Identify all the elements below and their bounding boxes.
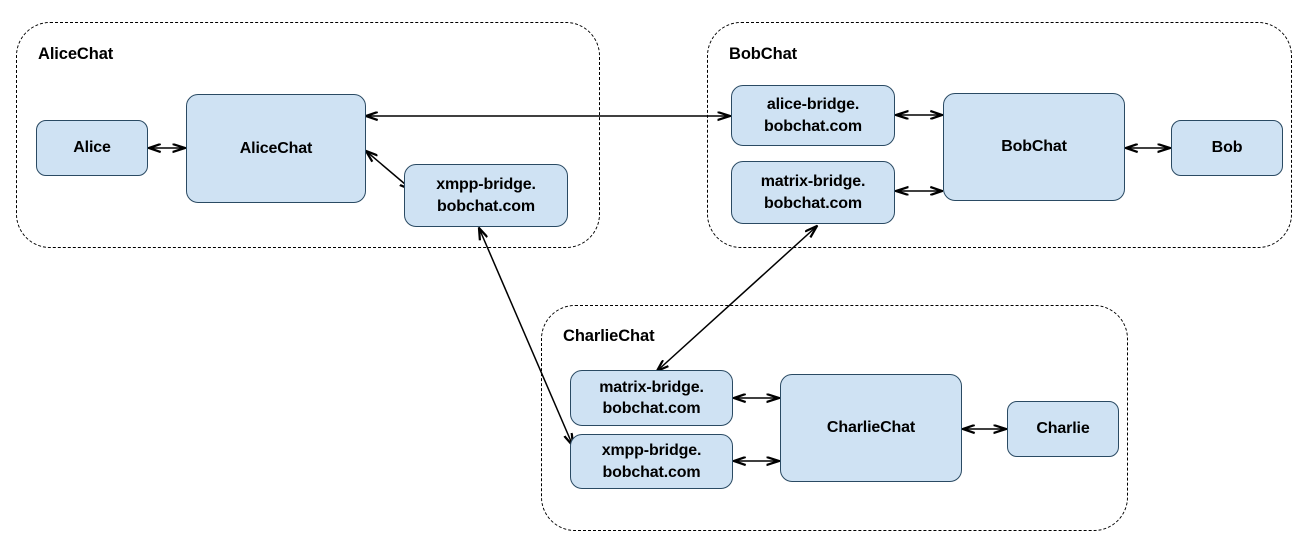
node-charlie-label: Charlie <box>1036 420 1090 438</box>
node-charlie-xmpp-bridge-label-line1: xmpp-bridge. <box>601 442 702 460</box>
node-charlie-xmpp-bridge-label-line2: bobchat.com <box>602 463 701 481</box>
node-bob-alice-bridge-label-line1: alice-bridge. <box>766 96 860 114</box>
node-bobchat-server[interactable]: BobChat <box>943 93 1125 201</box>
group-label-charliechat: CharlieChat <box>563 327 655 345</box>
node-charlie-xmpp-bridge[interactable]: xmpp-bridge. bobchat.com <box>570 434 733 489</box>
node-bob[interactable]: Bob <box>1171 120 1283 176</box>
node-charlie-matrix-bridge-label-line1: matrix-bridge. <box>599 378 704 396</box>
node-charliechat-server[interactable]: CharlieChat <box>780 374 962 482</box>
node-alice-xmpp-bridge[interactable]: xmpp-bridge. bobchat.com <box>404 164 568 227</box>
group-label-alicechat: AliceChat <box>38 45 114 63</box>
node-charliechat-server-label: CharlieChat <box>826 419 916 437</box>
node-charlie-matrix-bridge-label-line2: bobchat.com <box>602 400 701 417</box>
group-bobchat <box>707 22 1292 248</box>
node-alice[interactable]: Alice <box>36 120 148 176</box>
node-bobchat-server-label: BobChat <box>1001 138 1067 156</box>
group-alicechat <box>16 22 600 248</box>
node-bob-alice-bridge[interactable]: alice-bridge. bobchat.com <box>731 85 895 146</box>
node-alicechat-server-label: AliceChat <box>239 139 313 157</box>
node-charlie[interactable]: Charlie <box>1007 401 1119 457</box>
node-bob-label: Bob <box>1211 139 1243 157</box>
node-bob-alice-bridge-label-line2: bobchat.com <box>764 117 862 135</box>
node-alicechat-server[interactable]: AliceChat <box>186 94 366 203</box>
group-label-bobchat: BobChat <box>729 45 798 63</box>
node-alice-xmpp-bridge-label-line2: bobchat.com <box>437 197 535 215</box>
node-charlie-matrix-bridge[interactable]: matrix-bridge. bobchat.com <box>570 370 733 426</box>
node-alice-label: Alice <box>73 139 111 157</box>
node-alice-xmpp-bridge-label-line1: xmpp-bridge. <box>436 176 536 194</box>
node-bob-matrix-bridge-label-line2: bobchat.com <box>764 194 862 212</box>
node-bob-matrix-bridge-label-line1: matrix-bridge. <box>760 173 866 191</box>
node-bob-matrix-bridge[interactable]: matrix-bridge. bobchat.com <box>731 161 895 224</box>
